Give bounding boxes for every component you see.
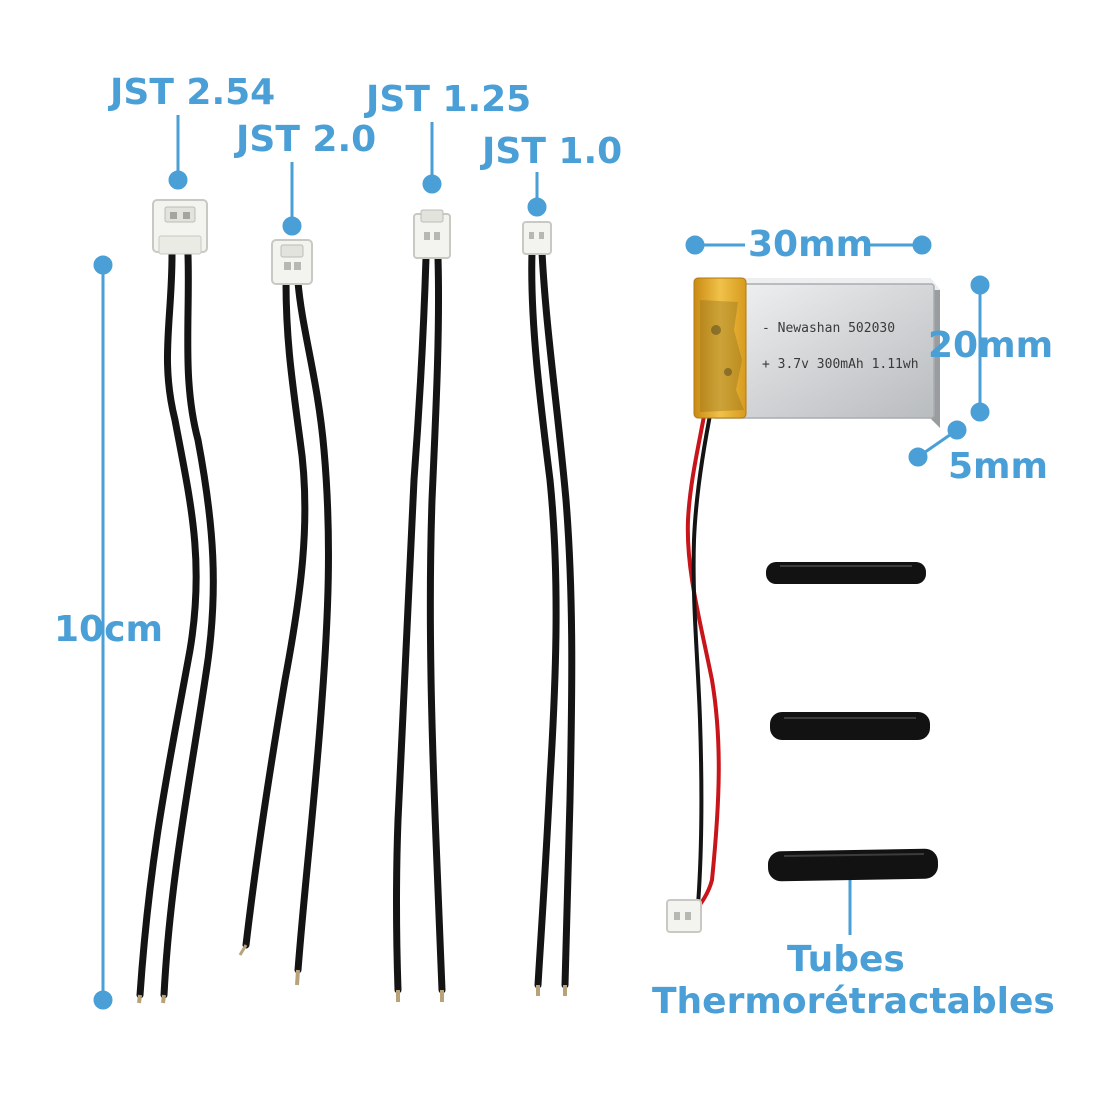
wire-tip (161, 994, 166, 1004)
jst125-label: JST 1.25 (366, 79, 532, 120)
cable-jst254 (136, 199, 217, 1004)
connector-slot (424, 232, 430, 240)
height-label: 20mm (928, 325, 1054, 366)
wire (392, 254, 430, 994)
battery-leads (666, 403, 721, 933)
connector-latch (420, 209, 444, 223)
thickness-label: 5mm (948, 446, 1049, 487)
jst125-dot (422, 174, 442, 194)
tube-medium (770, 712, 930, 740)
tubes-label-line1: Tubes (787, 939, 905, 980)
width-right-dot (912, 235, 932, 255)
connector-jst10 (522, 221, 552, 255)
dimension-markers (93, 115, 990, 1010)
connector-slot (434, 232, 440, 240)
jst20-dot (282, 216, 302, 236)
battery (693, 277, 940, 428)
heat-shrink-tubes (766, 562, 939, 882)
cable-jst20 (238, 239, 332, 986)
jst10-label: JST 1.0 (482, 131, 623, 172)
tube-highlight (783, 853, 925, 857)
wire-tip (295, 969, 300, 986)
battery-red-wire (685, 403, 721, 914)
battery-kapton-tape (693, 277, 747, 419)
wire (538, 248, 576, 989)
wire (528, 248, 560, 989)
tube-large (767, 848, 939, 882)
tube-small (766, 562, 926, 584)
connector-latch (280, 244, 304, 258)
wire (294, 278, 332, 974)
thickness-dot-b (908, 447, 928, 467)
connector-slot (183, 212, 190, 219)
length-label: 10cm (54, 609, 163, 650)
wire-tip (137, 994, 142, 1004)
battery-component (711, 325, 721, 335)
length-top-dot (93, 255, 113, 275)
jst20-label: JST 2.0 (236, 119, 377, 160)
connector-slot (284, 262, 291, 270)
connector-slot (539, 232, 544, 239)
wire (242, 278, 309, 949)
battery-pcb-detail (700, 300, 744, 412)
wire-tip (238, 944, 248, 956)
jst254-dot (168, 170, 188, 190)
wire (426, 254, 446, 994)
battery-connector (666, 899, 702, 933)
connector-slot (685, 912, 691, 920)
connector-slot (294, 262, 301, 270)
connector-latch (164, 206, 196, 223)
cable-jst10 (522, 221, 576, 996)
height-bottom-dot (970, 402, 990, 422)
wire (160, 251, 217, 999)
connector-slot (170, 212, 177, 219)
connector-base (158, 235, 202, 255)
battery-label-line1: - Newashan 502030 (762, 321, 896, 336)
connector-slot (674, 912, 680, 920)
wire (136, 251, 200, 999)
battery-label-line2: + 3.7v 300mAh 1.11wh (762, 357, 919, 372)
width-label: 30mm (748, 224, 874, 265)
length-bottom-dot (93, 990, 113, 1010)
cable-jst125 (392, 209, 451, 1002)
battery-component (724, 368, 732, 376)
jst254-label: JST 2.54 (110, 72, 276, 113)
jst10-dot (527, 197, 547, 217)
battery-black-wire (691, 403, 714, 907)
connector-slot (529, 232, 534, 239)
tubes-label-line2: Thermorétractables (652, 981, 1055, 1022)
